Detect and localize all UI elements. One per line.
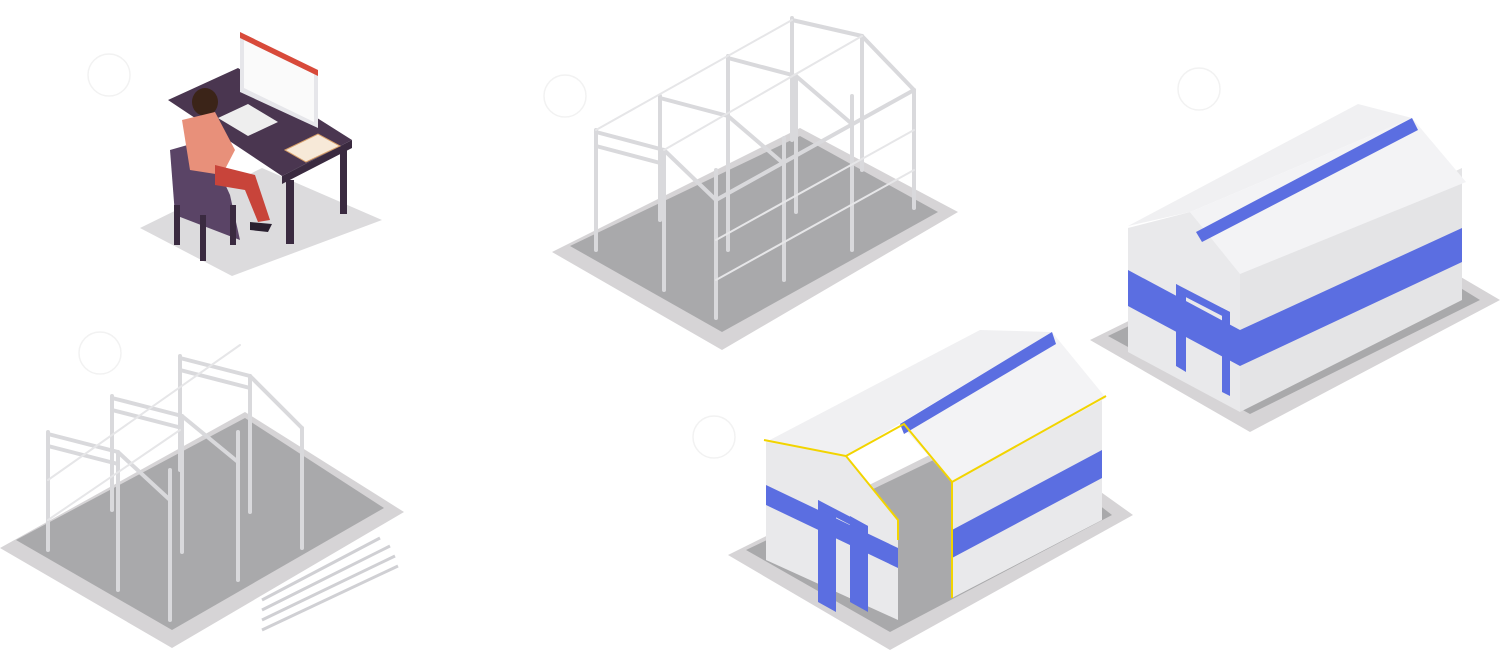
outline-highlight xyxy=(763,439,899,540)
person-legs xyxy=(215,165,270,222)
keyboard-icon xyxy=(218,104,278,136)
step-marker-1 xyxy=(87,53,131,97)
person-head xyxy=(192,88,218,116)
roof-right xyxy=(1190,118,1466,274)
roof-right xyxy=(900,332,1106,482)
door-frame xyxy=(1176,284,1186,372)
person-body xyxy=(182,112,235,175)
steel-beams-stack xyxy=(261,536,399,632)
full-steel-frame-icon xyxy=(552,16,958,350)
office-chair xyxy=(170,140,240,240)
step-markers xyxy=(78,53,1221,459)
partially-clad-building-icon xyxy=(728,330,1133,650)
designer-at-desk-icon xyxy=(140,32,382,276)
partial-steel-frame-icon xyxy=(0,344,404,648)
door-frame xyxy=(818,500,836,612)
step-marker-3 xyxy=(1177,67,1221,111)
notepad-icon xyxy=(283,133,342,163)
roof-left xyxy=(766,330,1052,456)
step-marker-4 xyxy=(78,331,122,375)
step-marker-5 xyxy=(692,415,736,459)
step-marker-2 xyxy=(543,74,587,118)
finished-building-icon xyxy=(1090,104,1500,432)
roof-left xyxy=(1128,104,1412,226)
